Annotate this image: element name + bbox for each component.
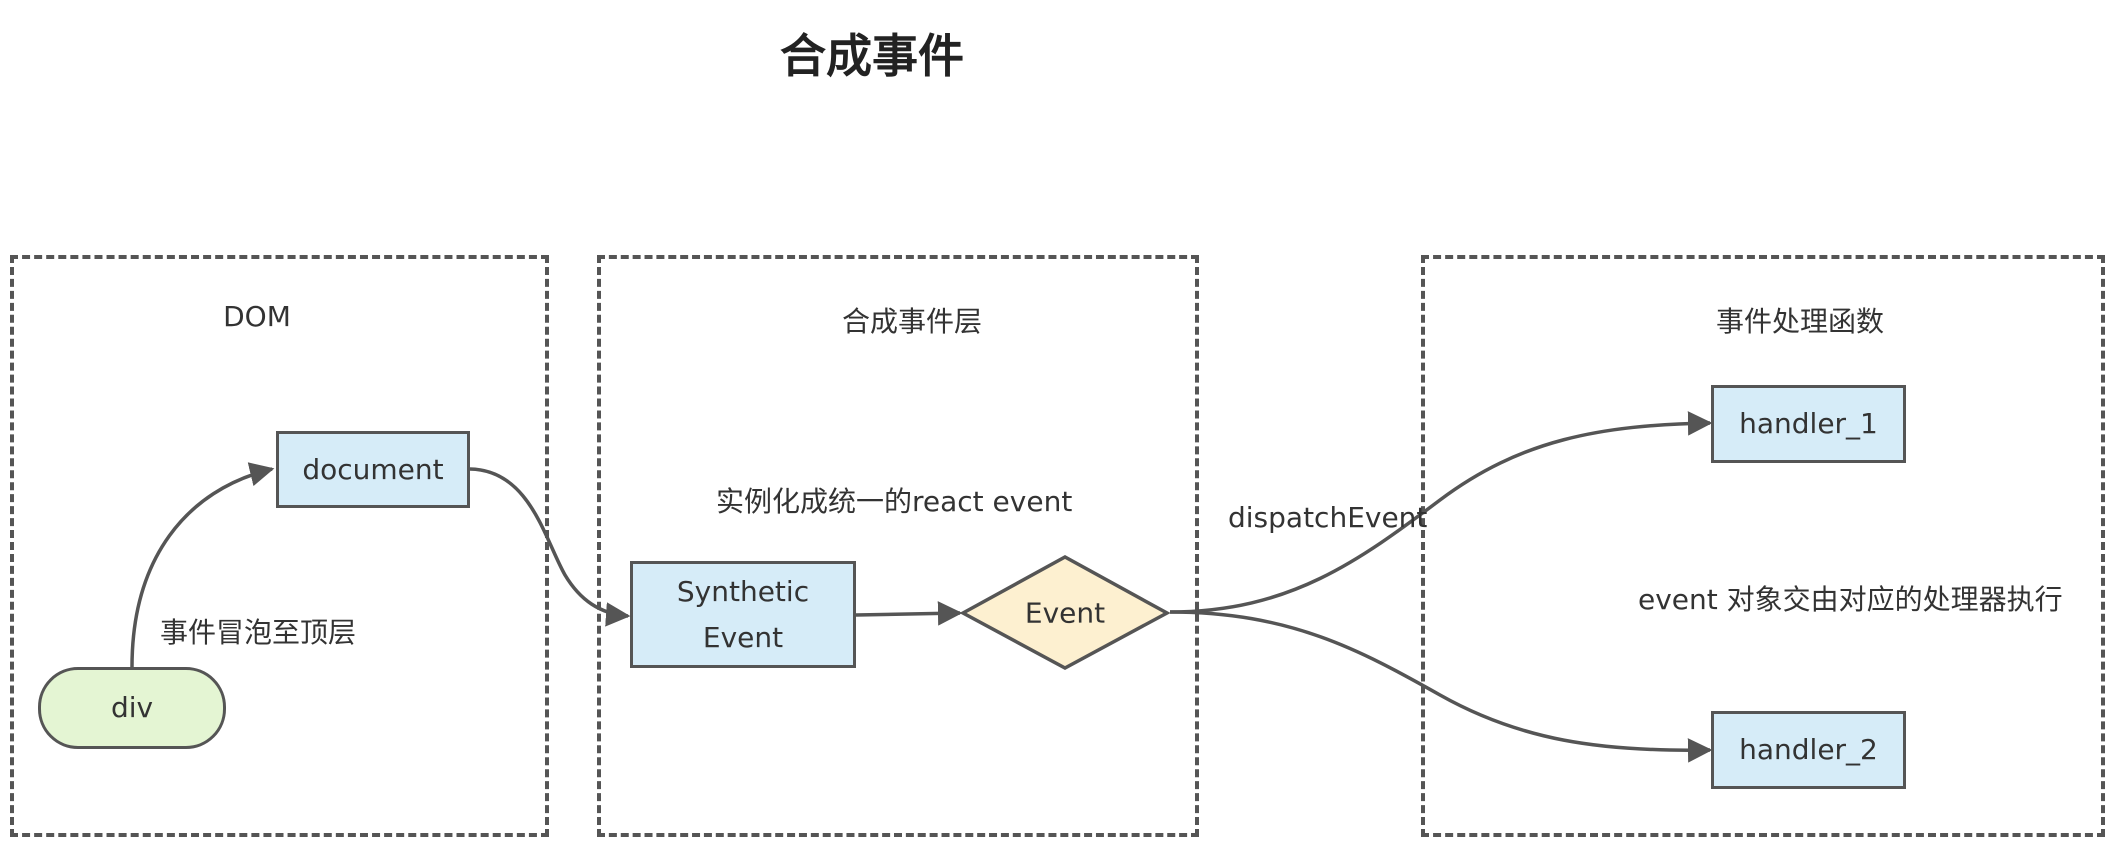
handlers-group-label: 事件处理函数 [1715,305,1885,338]
bubble-label: 事件冒泡至顶层 [160,616,357,649]
dispatch-to-handler1-arrow [1169,411,1713,614]
synthetic-event-label-line1: Synthetic [676,574,810,608]
event-node-label: Event [1024,596,1106,630]
instantiate-label: 实例化成统一的react event [716,485,1073,518]
synthetic-event-node: Synthetic Event [630,561,856,668]
event-diamond [959,555,1171,670]
document-to-synthetic-arrow [469,467,631,627]
handler-1-label: handler_1 [1739,407,1878,440]
bubble-arrow [130,462,275,668]
document-node: document [276,431,470,508]
synthetic-to-event-arrow [855,601,963,626]
diagram-title: 合成事件 [780,29,964,83]
handler-2-label: handler_2 [1739,733,1878,766]
handler-1-node: handler_1 [1711,385,1906,463]
dom-group-label: DOM [223,300,291,333]
dom-group [10,255,549,837]
execute-label: event 对象交由对应的处理器执行 [1638,583,2063,616]
dispatch-label: dispatchEvent [1228,501,1428,534]
div-node: div [38,667,226,749]
dispatch-to-handler2-arrow [1169,610,1713,763]
div-node-label: div [110,691,154,724]
synthetic-event-label-line2: Event [702,620,784,654]
document-node-label: document [302,452,444,486]
handler-2-node: handler_2 [1711,711,1906,789]
synthetic-layer-label: 合成事件层 [841,305,983,338]
handlers-group [1421,255,2105,837]
synthetic-layer-group [597,255,1199,837]
